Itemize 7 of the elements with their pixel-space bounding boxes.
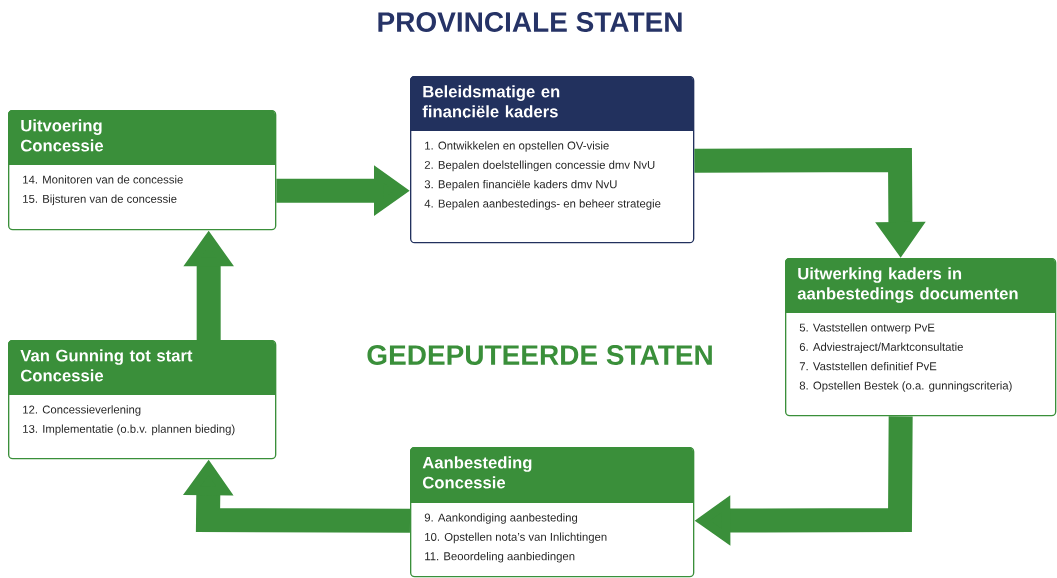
section-label: GEDEPUTEERDE STATEN [367, 345, 712, 365]
process-card: Beleidsmatige en financiële kaders 1. Ontwikkelen en opstellen OV-visie 2. Bepalen doelstellingen concessie dmv NvU 3. Bepalen financiële kaders dmv NvU 4. Bepalen aanbestedings- en beheer strategie [410, 76, 695, 244]
process-card: Aanbesteding Concessie 9. Aankondiging aanbesteding 10. Opstellen nota’s van Inlichtingen 11. Beoordeling aanbiedingen [410, 447, 695, 578]
process-card: Uitwerking kaders in aanbestedings documenten 5. Vaststellen ontwerp PvE 6. Adviestraject/Marktconsultatie 7. Vaststellen definitief PvE 8. Opstellen Bestek (o.a. gunningscriteria) [785, 258, 1057, 417]
process-card: Uitvoering Concessie 14. Monitoren van de concessie 15. Bijsturen van de concessie [8, 110, 277, 231]
process-card: Van Gunning tot start Concessie 12. Concessieverlening 13. Implementatie (o.b.v. plannen bieding) [8, 340, 277, 460]
title: PROVINCIALE STATEN [378, 12, 682, 32]
